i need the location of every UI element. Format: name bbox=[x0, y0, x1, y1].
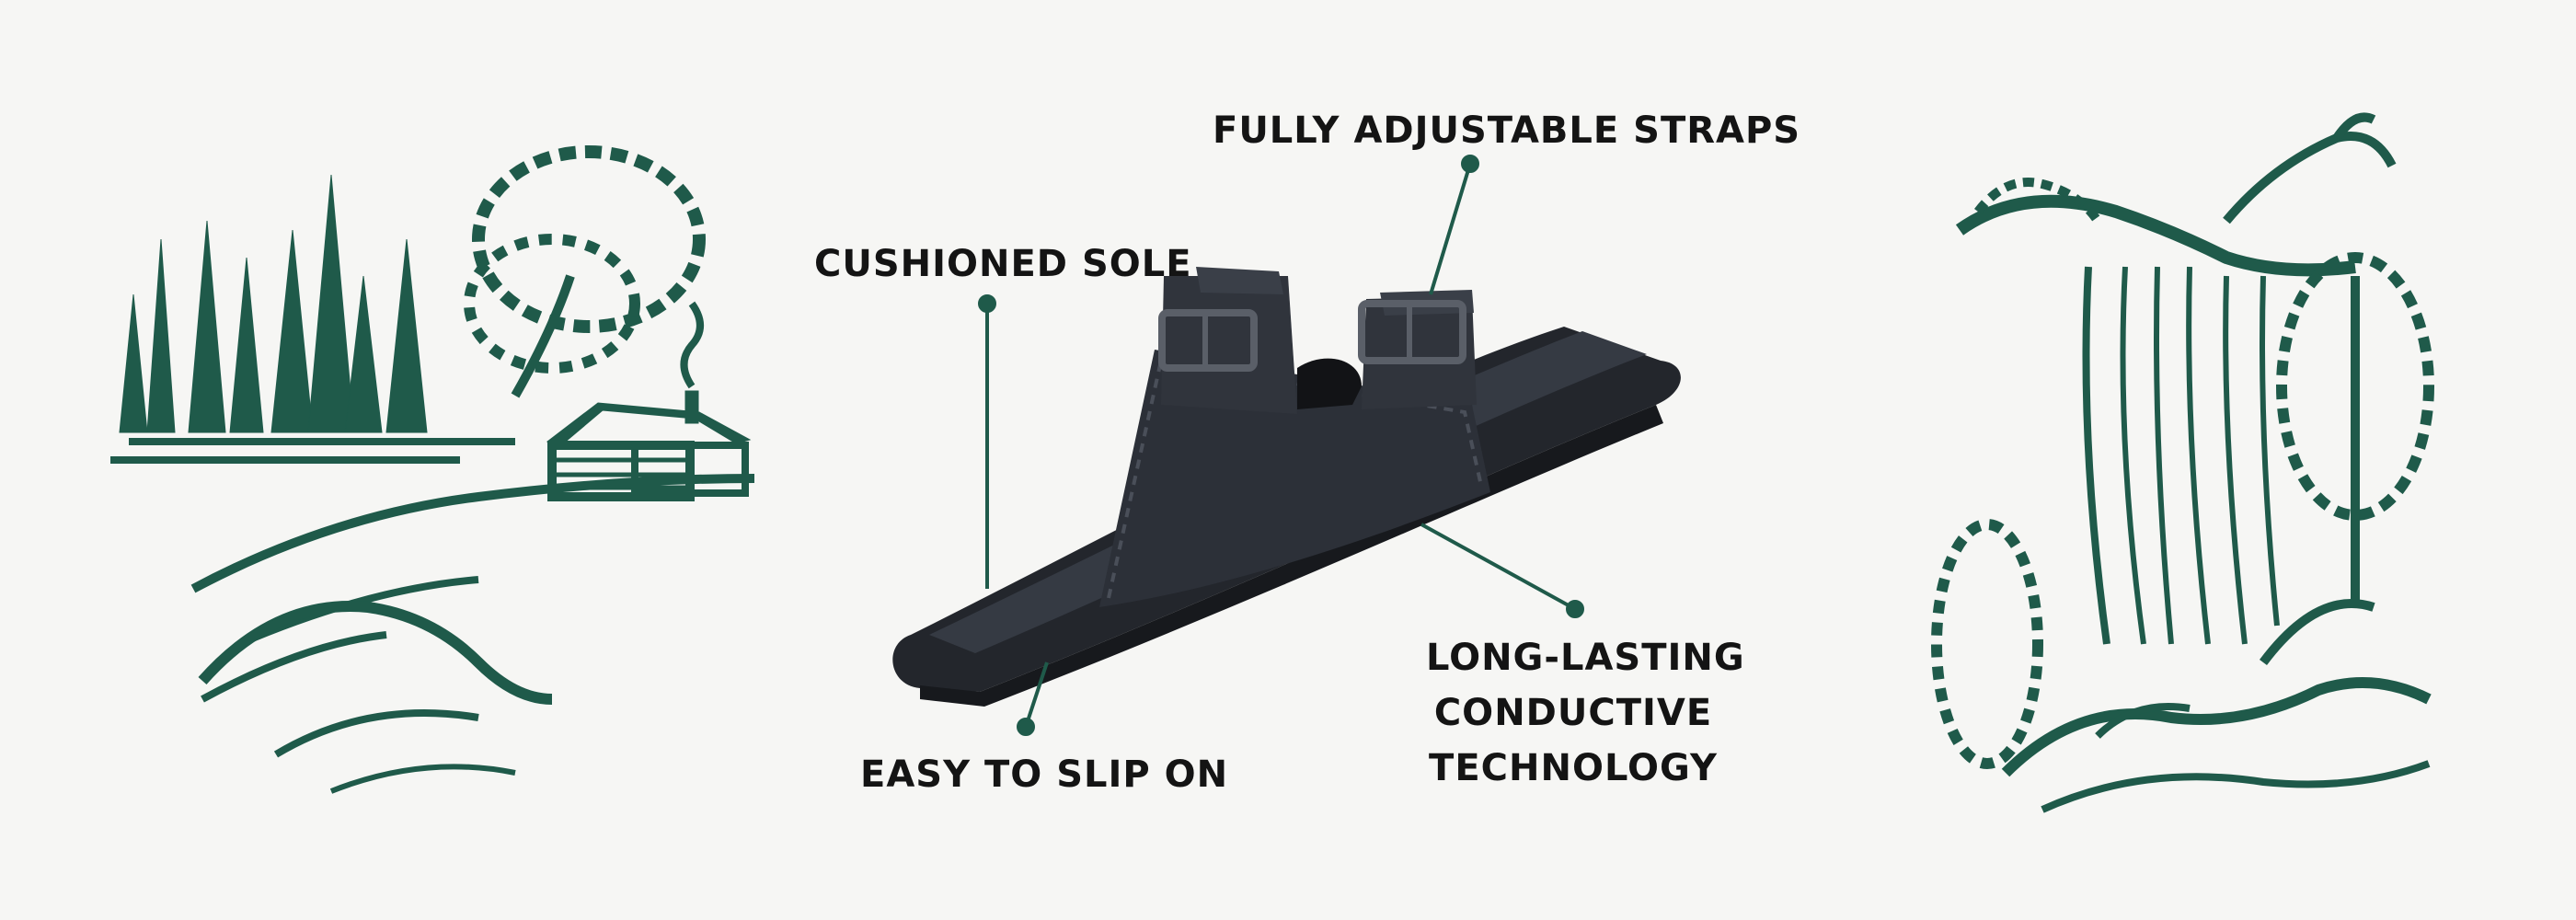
waterfall-illustration bbox=[1931, 112, 2434, 813]
sandal-product-image bbox=[892, 267, 1681, 707]
label-tech-line-1: LONG-LASTING bbox=[1426, 637, 1745, 679]
label-tech-line-2: CONDUCTIVE bbox=[1433, 692, 1713, 734]
label-long-lasting-conductive-technology: LONG-LASTING CONDUCTIVE TECHNOLOGY bbox=[1426, 630, 1745, 796]
label-easy-to-slip-on: EASY TO SLIP ON bbox=[860, 753, 1229, 796]
label-cushioned-sole: CUSHIONED SOLE bbox=[814, 243, 1192, 285]
callout-lines bbox=[978, 155, 1584, 736]
forest-cabin-illustration bbox=[110, 145, 755, 794]
label-fully-adjustable-straps: FULLY ADJUSTABLE STRAPS bbox=[1213, 109, 1801, 152]
label-tech-line-3: TECHNOLOGY bbox=[1429, 747, 1718, 789]
